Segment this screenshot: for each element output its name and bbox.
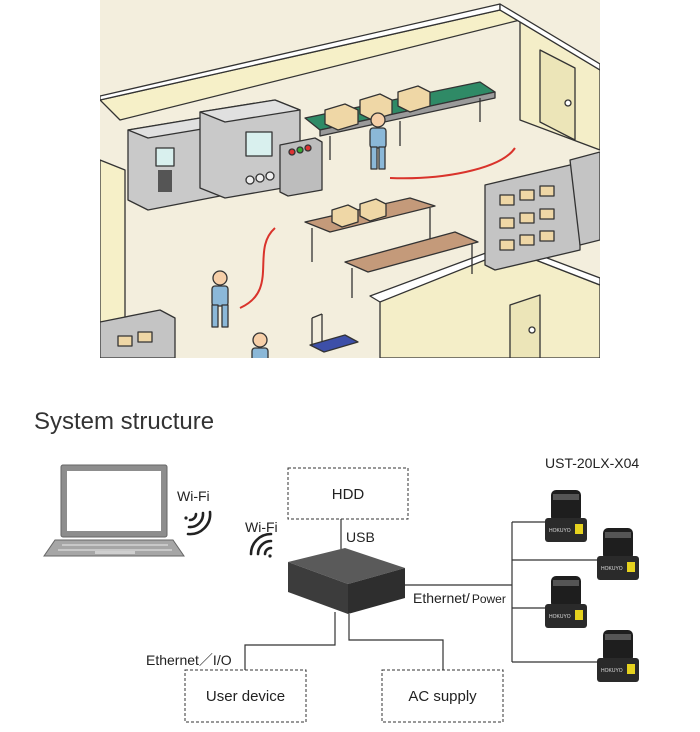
sensor-brand-1: HOKUYO [549,528,571,534]
warehouse-illustration [100,0,600,358]
power-label: Power [471,592,506,606]
wifi-hub-icon [249,532,273,558]
wifi-laptop-label: Wi-Fi [177,488,210,504]
section-title: System structure [34,408,215,435]
sensor-icon-1 [545,490,587,542]
hdd-box [287,467,409,520]
sensor-icon-3 [545,576,587,628]
sensor-icon-4 [597,630,639,682]
laptop-icon [43,464,185,557]
wifi-laptop-icon [184,510,212,536]
ethernet-io-connector [244,612,336,670]
sensor-brand-4: HOKUYO [601,668,623,674]
ethernet-io-label: Ethernet／I/O [146,652,232,668]
hub-device-icon [288,548,405,614]
sensor-brand-3: HOKUYO [549,614,571,620]
ethernet-label: Ethernet/ [413,590,470,606]
ethernet-power-label: Ethernet/Power [413,590,506,606]
sensor-brand-2: HOKUYO [601,566,623,572]
wifi-hub-label: Wi-Fi [245,519,278,535]
ac-supply-label: AC supply [408,688,477,705]
usb-label: USB [346,529,375,545]
user-device-label: User device [205,688,286,705]
sensor-icon-2 [597,528,639,580]
hdd-label: HDD [331,486,365,503]
sensor-model-label: UST-20LX-X04 [545,455,640,471]
ac-connector [348,614,444,670]
